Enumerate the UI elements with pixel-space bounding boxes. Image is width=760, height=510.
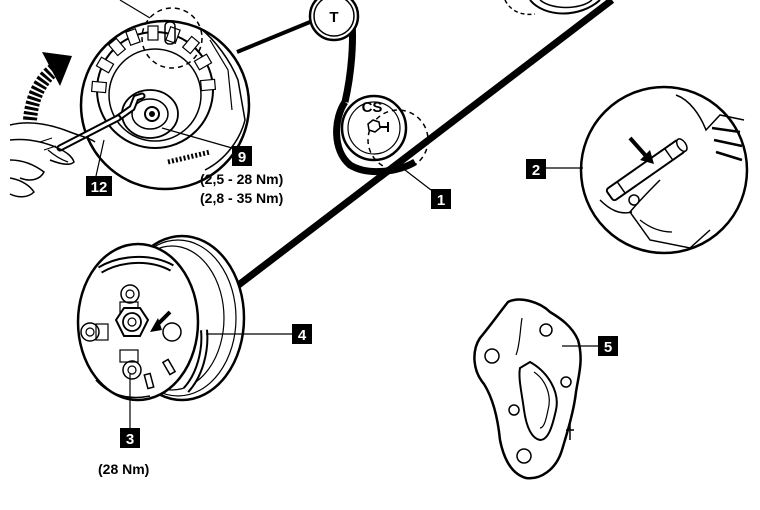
- torque-9-line1: (2,5 - 28 Nm): [200, 171, 283, 187]
- callout-5: 5: [598, 336, 618, 356]
- callout-1: 1: [431, 189, 451, 209]
- leader-lines: [95, 127, 598, 428]
- svg-text:12: 12: [91, 179, 108, 196]
- leader-top: [119, 0, 151, 19]
- callout-4: 4: [292, 324, 312, 344]
- callout-3: 3: [120, 428, 140, 448]
- crankshaft-pulley: [76, 234, 246, 402]
- cover-plate: [473, 298, 582, 480]
- rotation-arrow: [23, 52, 72, 121]
- callout-2: 2: [526, 159, 546, 179]
- tensioner-pulley: T: [308, 0, 360, 42]
- svg-text:3: 3: [126, 431, 134, 448]
- cs-label: CS: [362, 99, 383, 116]
- torque-9-line2: (2,8 - 35 Nm): [200, 190, 283, 206]
- callout-12: 12: [86, 176, 112, 196]
- svg-text:2: 2: [532, 162, 540, 179]
- locking-pin-detail: [579, 85, 749, 255]
- cs-pulley: CS: [340, 94, 429, 171]
- svg-text:1: 1: [437, 192, 445, 209]
- svg-text:5: 5: [604, 339, 612, 356]
- torque-3: (28 Nm): [98, 461, 149, 477]
- timing-belt: [229, 0, 615, 293]
- svg-text:9: 9: [238, 149, 246, 166]
- tensioner-label: T: [329, 9, 338, 26]
- svg-text:4: 4: [298, 327, 307, 344]
- callout-9: 9: [232, 146, 252, 166]
- upper-right-pulley: [504, 0, 601, 16]
- hand-illustration: [9, 122, 96, 198]
- camshaft-sprocket-detail: [56, 7, 251, 191]
